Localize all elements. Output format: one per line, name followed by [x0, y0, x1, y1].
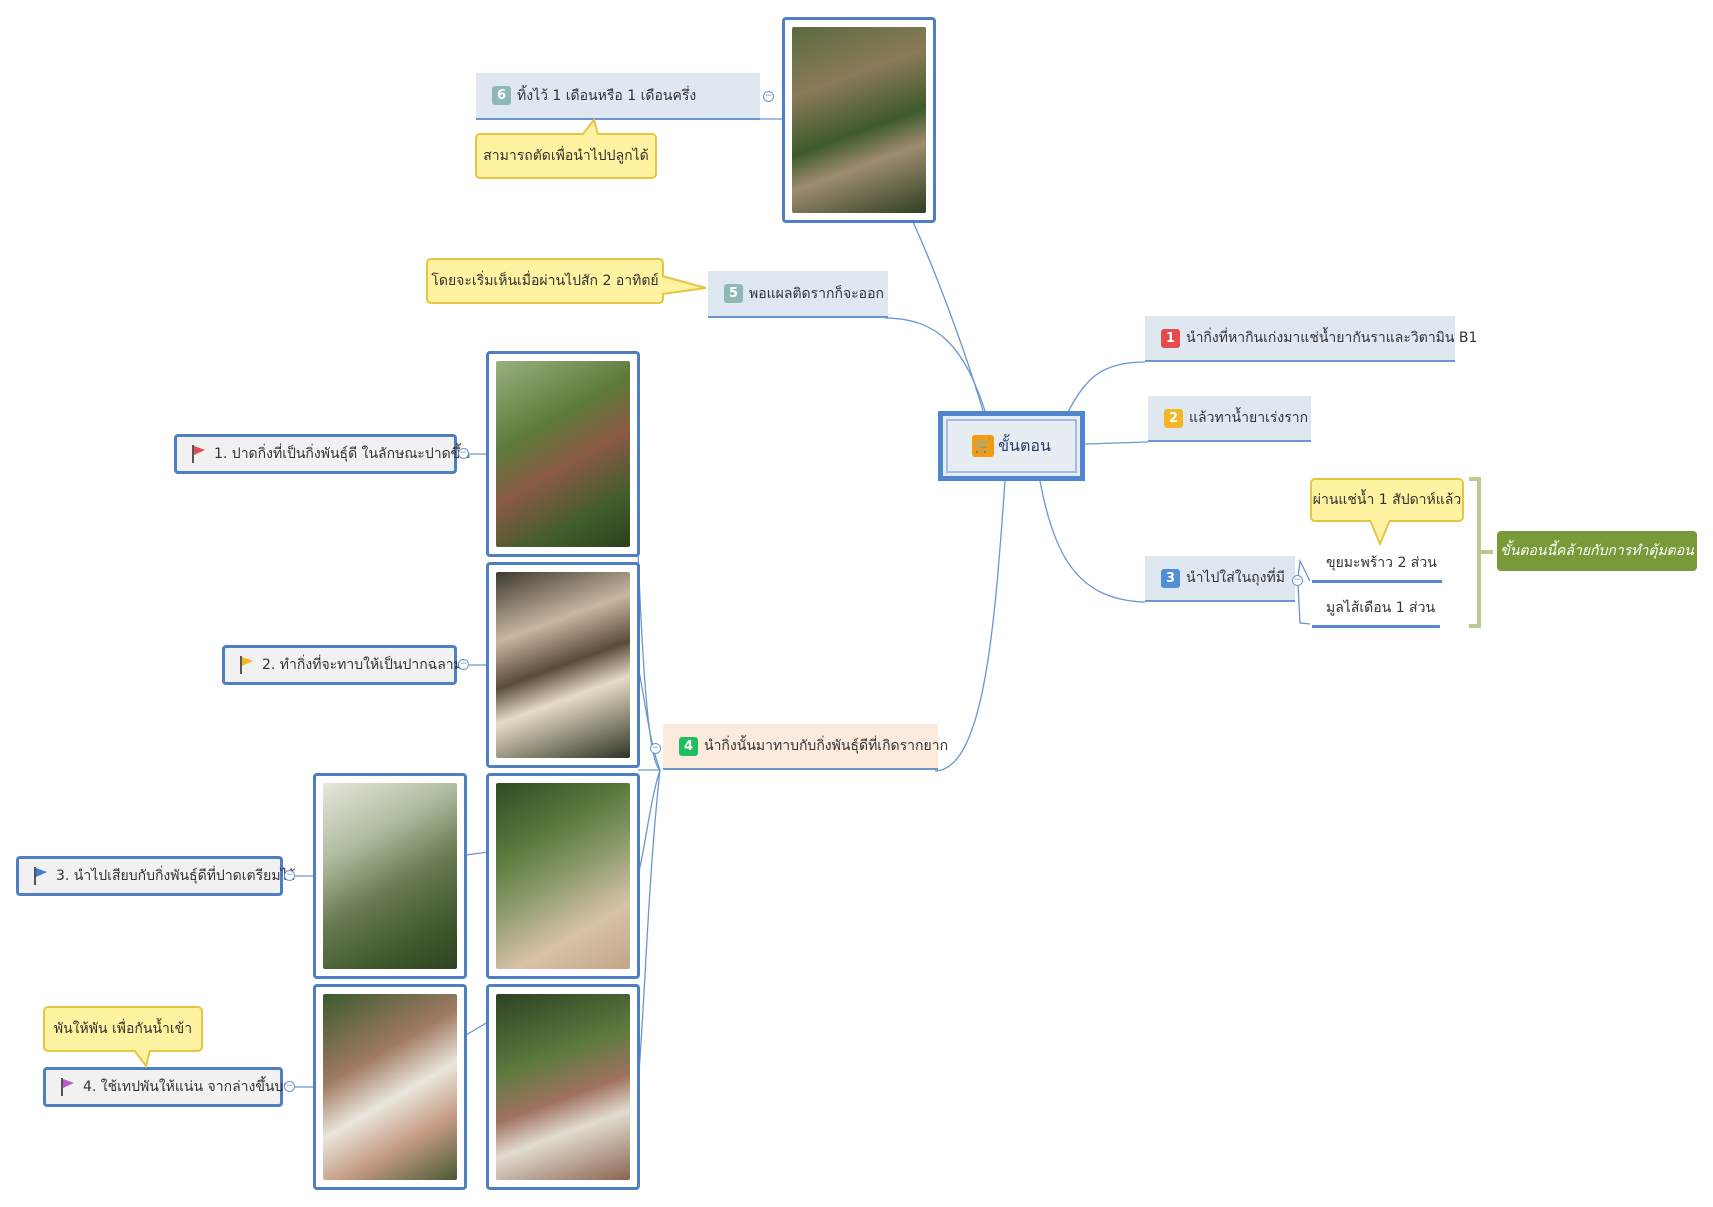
- step-4-label: 4. ใช้เทปพันให้แน่น จากล่างขึ้นบน: [83, 1079, 293, 1095]
- photo-step-4a[interactable]: [486, 984, 640, 1190]
- collapse-icon[interactable]: −: [1292, 575, 1303, 586]
- note-text: โดยจะเริ่มเห็นเมื่อผ่านไปสัก 2 อาทิตย์: [431, 273, 659, 289]
- photo-image: [496, 783, 630, 969]
- orange-flag-icon: [240, 656, 253, 674]
- topic-6-label: ทิ้งไว้ 1 เดือนหรือ 1 เดือนครึ่ง: [517, 87, 697, 104]
- collapse-icon[interactable]: −: [458, 448, 469, 459]
- step-2-label: 2. ทำกิ่งที่จะทาบให้เป็นปากฉลาม: [262, 657, 463, 673]
- topic-3-sub-2[interactable]: มูลไส้เดือน 1 ส่วน: [1312, 590, 1440, 628]
- step-2[interactable]: 2. ทำกิ่งที่จะทาบให้เป็นปากฉลาม: [222, 645, 463, 685]
- collapse-icon[interactable]: −: [458, 659, 469, 670]
- step-1-label: 1. ปาดกิ่งที่เป็นกิ่งพันธุ์ดี ในลักษณะปา…: [214, 446, 470, 462]
- sub-1-label: ขุยมะพร้าว 2 ส่วน: [1326, 554, 1437, 571]
- collapse-icon[interactable]: −: [763, 91, 774, 102]
- note-text: ผ่านแช่น้ำ 1 สัปดาห์แล้ว: [1312, 492, 1462, 508]
- shopping-cart-icon: 🛒: [972, 435, 995, 457]
- sub-2-label: มูลไส้เดือน 1 ส่วน: [1326, 599, 1436, 616]
- topic-4-label: นำกิ่งนั้นมาทาบกับกิ่งพันธุ์ดีที่เกิดราก…: [704, 738, 949, 754]
- topic-5[interactable]: 5 พอแผลติดรากก็จะออก: [708, 271, 888, 318]
- photo-image: [323, 994, 457, 1180]
- note-text: พันให้พัน เพื่อกันน้ำเข้า: [53, 1021, 193, 1037]
- photo-image: [496, 994, 630, 1180]
- note-pointer: [581, 118, 599, 136]
- topic-3-sub-1[interactable]: ขุยมะพร้าว 2 ส่วน: [1312, 545, 1442, 583]
- topic-5-label: พอแผลติดรากก็จะออก: [749, 285, 884, 302]
- photo-step-1[interactable]: [486, 351, 640, 557]
- number-badge: 4: [679, 736, 698, 756]
- step-3-label: 3. นำไปเสียบกับกิ่งพันธุ์ดีที่ปาดเตรียมไ…: [56, 868, 296, 884]
- number-badge: 6: [492, 86, 511, 105]
- collapse-icon[interactable]: −: [650, 743, 661, 754]
- blue-flag-icon: [34, 867, 47, 885]
- photo-image: [496, 361, 630, 547]
- number-badge: 1: [1161, 328, 1180, 348]
- note-text: สามารถตัดเพื่อนำไปปลูกได้: [483, 148, 649, 164]
- central-topic-label: ขั้นตอน: [998, 435, 1051, 455]
- topic-5-note[interactable]: โดยจะเริ่มเห็นเมื่อผ่านไปสัก 2 อาทิตย์: [426, 258, 664, 304]
- topic-1-label: นำกิ่งที่หากินเก่งมาแช่น้ำยากันราและวิตา…: [1186, 330, 1478, 346]
- collapse-icon[interactable]: −: [284, 1081, 295, 1092]
- photo-image: [323, 783, 457, 969]
- photo-grafted-branch-wrapped[interactable]: [782, 17, 936, 223]
- topic-2-label: แล้วทาน้ำยาเร่งราก: [1189, 410, 1309, 426]
- photo-step-3b[interactable]: [313, 773, 467, 979]
- number-badge: 2: [1164, 408, 1183, 428]
- note-pointer: [133, 1050, 151, 1068]
- step-3[interactable]: 3. นำไปเสียบกับกิ่งพันธุ์ดีที่ปาดเตรียมไ…: [16, 856, 296, 896]
- step-4[interactable]: 4. ใช้เทปพันให้แน่น จากล่างขึ้นบน: [43, 1067, 293, 1107]
- red-flag-icon: [192, 445, 205, 463]
- photo-step-4b[interactable]: [313, 984, 467, 1190]
- note-pointer: [661, 275, 707, 295]
- topic-3-label: นำไปใส่ในถุงที่มี: [1186, 570, 1285, 586]
- number-badge: 3: [1161, 568, 1180, 588]
- topic-6[interactable]: 6 ทิ้งไว้ 1 เดือนหรือ 1 เดือนครึ่ง: [476, 73, 760, 120]
- topic-4[interactable]: 4 นำกิ่งนั้นมาทาบกับกิ่งพันธุ์ดีที่เกิดร…: [663, 724, 948, 770]
- topic-3-note[interactable]: ผ่านแช่น้ำ 1 สัปดาห์แล้ว: [1310, 478, 1464, 522]
- step-1[interactable]: 1. ปาดกิ่งที่เป็นกิ่งพันธุ์ดี ในลักษณะปา…: [174, 434, 470, 474]
- collapse-icon[interactable]: −: [284, 870, 295, 881]
- step-4-note[interactable]: พันให้พัน เพื่อกันน้ำเข้า: [43, 1006, 203, 1052]
- summary-bracket: [1469, 477, 1493, 628]
- topic-2[interactable]: 2 แล้วทาน้ำยาเร่งราก: [1148, 396, 1311, 442]
- topic-1[interactable]: 1 นำกิ่งที่หากินเก่งมาแช่น้ำยากันราและวิ…: [1145, 316, 1477, 362]
- topic-6-note[interactable]: สามารถตัดเพื่อนำไปปลูกได้: [475, 133, 657, 179]
- topic-3[interactable]: 3 นำไปใส่ในถุงที่มี: [1145, 556, 1295, 602]
- photo-step-3a[interactable]: [486, 773, 640, 979]
- summary-text: ขั้นตอนนี้คล้ายกับการทำตุ้มตอน: [1500, 543, 1694, 559]
- note-pointer: [1368, 520, 1392, 546]
- number-badge: 5: [724, 284, 743, 303]
- central-topic[interactable]: 🛒 ขั้นตอน: [938, 411, 1085, 481]
- summary-label[interactable]: ขั้นตอนนี้คล้ายกับการทำตุ้มตอน: [1497, 531, 1697, 571]
- photo-step-2[interactable]: [486, 562, 640, 768]
- photo-image: [496, 572, 630, 758]
- purple-flag-icon: [61, 1078, 74, 1096]
- photo-image: [792, 27, 926, 213]
